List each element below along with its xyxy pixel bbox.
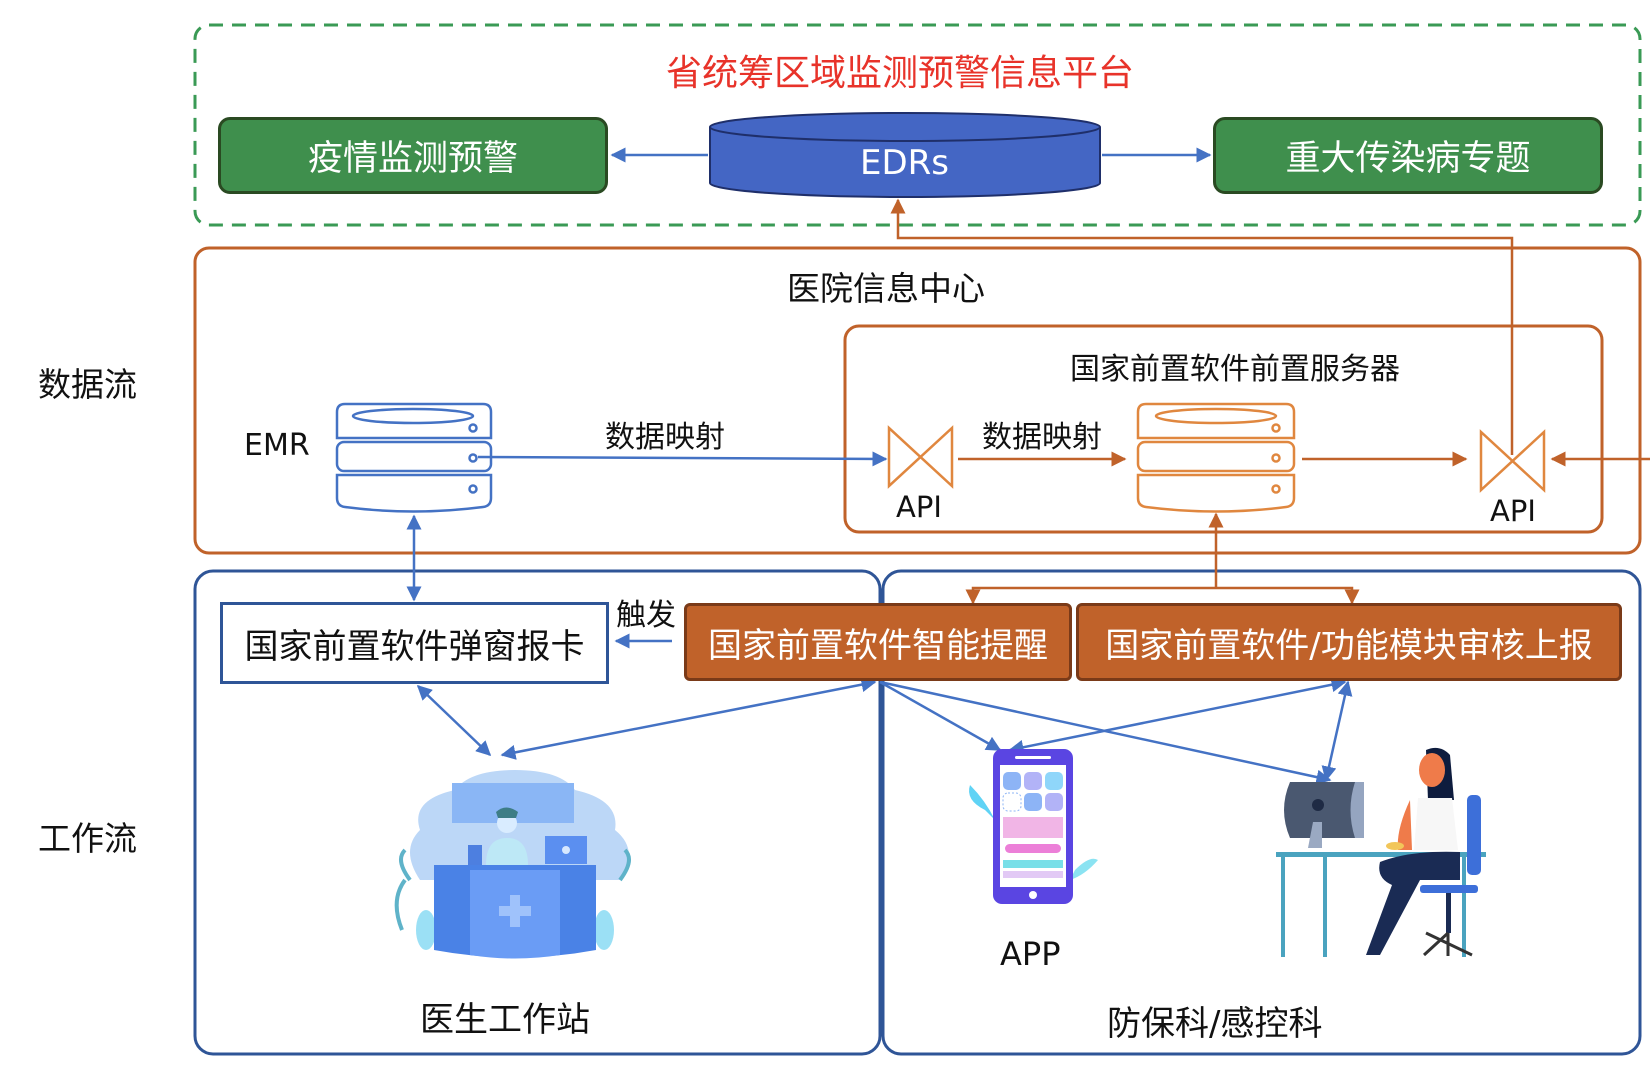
front-server-db-icon	[1136, 402, 1296, 513]
major-infectious-disease-module[interactable]: 重大传染病专题	[1213, 117, 1603, 194]
major-infectious-disease-label: 重大传染病专题	[1285, 139, 1531, 179]
workflow-right-container	[881, 569, 1642, 1056]
epidemic-monitoring-module[interactable]: 疫情监测预警	[218, 117, 608, 194]
branch-to-audit-report	[1216, 586, 1360, 605]
audit-to-app-arrow	[1008, 677, 1347, 755]
hospital-container	[193, 246, 1642, 555]
data-mapping-label-1: 数据映射	[605, 420, 725, 455]
smart-reminder-box[interactable]: 国家前置软件智能提醒	[684, 603, 1072, 681]
audit-pc-arrow	[1321, 680, 1353, 782]
smart-reminder-label: 国家前置软件智能提醒	[708, 625, 1048, 666]
api-left-label: API	[896, 490, 942, 524]
workflow-left-container	[193, 569, 882, 1056]
popup-doctor-arrow	[416, 684, 492, 757]
edrs-label: EDRs	[860, 143, 950, 183]
hospital-info-center-title: 医院信息中心	[787, 269, 985, 308]
epidemic-monitoring-label: 疫情监测预警	[307, 139, 518, 179]
audit-report-label: 国家前置软件/功能模块审核上报	[1105, 625, 1593, 666]
popup-report-card-label: 国家前置软件弹窗报卡	[244, 626, 585, 667]
branch-to-smart-reminder	[965, 586, 1216, 605]
app-label: APP	[1000, 935, 1061, 973]
emr-to-api-arrow	[477, 451, 888, 467]
data-mapping-label-2: 数据映射	[982, 420, 1102, 455]
work-flow-label: 工作流	[38, 819, 137, 858]
platform-container	[193, 23, 1642, 227]
api-right-valve-icon	[1479, 429, 1546, 493]
prevention-dept-illustration	[1276, 747, 1486, 957]
app-phone-illustration	[969, 749, 1098, 904]
front-server-container	[843, 324, 1604, 534]
emr-label: EMR	[244, 428, 310, 463]
api-right-label: API	[1490, 494, 1536, 528]
reminder-to-app-arrow	[879, 680, 1002, 752]
doctor-workstation-illustration	[394, 770, 631, 959]
data-flow-label: 数据流	[38, 365, 137, 404]
front-server-title: 国家前置软件前置服务器	[1070, 352, 1400, 387]
edrs-database-icon	[709, 112, 1101, 198]
trigger-label: 触发	[616, 598, 676, 633]
doctor-reminder-arrow	[500, 677, 877, 760]
api-left-valve-icon	[887, 425, 954, 489]
emr-server-icon	[335, 402, 493, 513]
api-to-edrs-arrow	[890, 198, 1514, 455]
audit-report-box[interactable]: 国家前置软件/功能模块审核上报	[1076, 603, 1622, 681]
prevention-dept-label: 防保科/感控科	[1107, 1004, 1323, 1044]
popup-report-card-box[interactable]: 国家前置软件弹窗报卡	[220, 602, 609, 684]
platform-title: 省统筹区域监测预警信息平台	[666, 53, 1135, 94]
doctor-station-label: 医生工作站	[420, 1000, 590, 1040]
